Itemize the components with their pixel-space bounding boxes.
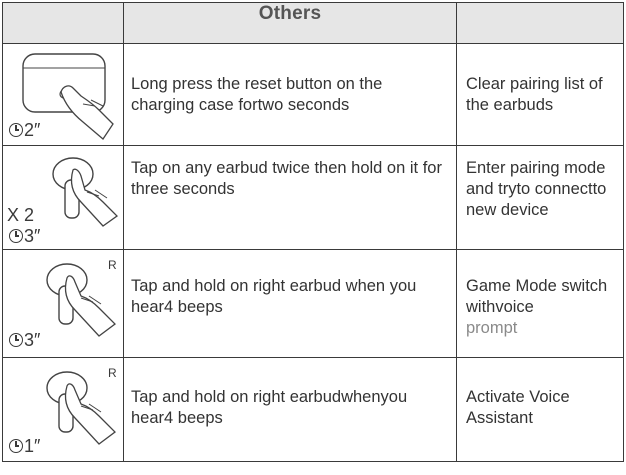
illustration-cell: X 2 3″ [2, 145, 124, 250]
result-cell: Game Mode switch withvoice prompt [456, 249, 624, 358]
clock-icon [9, 333, 23, 347]
timer-label: 1″ [9, 436, 40, 456]
table-header-row: Others [2, 2, 624, 44]
instructions-table: Others 2″ Long press the reset button on… [2, 2, 624, 462]
table-row: R 3″ Tap and hold on right earbud when y… [2, 249, 624, 358]
result-cell: Activate Voice Assistant [456, 357, 624, 462]
right-earbud-hold-icon [46, 263, 116, 337]
action-cell: Tap and hold on right earbud when you he… [123, 249, 457, 358]
timer-label: 2″ [9, 120, 40, 140]
result-cell: Clear pairing list of the earbuds [456, 43, 624, 146]
earbud-double-tap-hold-icon [52, 157, 119, 227]
timer-label: 3″ [9, 226, 40, 246]
action-cell: Long press the reset button on the charg… [123, 43, 457, 146]
repeat-count: X 2 [7, 205, 35, 225]
illustration-cell: R 3″ [2, 249, 124, 358]
timer-label: 3″ [9, 330, 40, 350]
table-row: X 2 3″ Tap on any earbud twice then hold… [2, 145, 624, 250]
right-earbud-hold-icon [46, 371, 116, 445]
table-title: Others [123, 2, 457, 44]
clock-icon [9, 439, 23, 453]
header-blank-cell [2, 2, 124, 44]
header-blank-cell [456, 2, 624, 44]
result-extra: prompt [466, 319, 518, 337]
table-row: R 1″ Tap and hold on right earbudwhenyou… [2, 357, 624, 462]
action-cell: Tap and hold on right earbudwhenyou hear… [123, 357, 457, 462]
side-label: R [108, 258, 117, 272]
illustration-cell: R 1″ [2, 357, 124, 462]
charging-case-press-icon [22, 53, 114, 140]
table-row: 2″ Long press the reset button on the ch… [2, 43, 624, 146]
side-label: R [108, 366, 117, 380]
action-cell: Tap on any earbud twice then hold on it … [123, 145, 457, 250]
result-cell: Enter pairing mode and tryto connectto n… [456, 145, 624, 250]
clock-icon [9, 229, 23, 243]
illustration-cell: 2″ [2, 43, 124, 146]
clock-icon [9, 123, 23, 137]
